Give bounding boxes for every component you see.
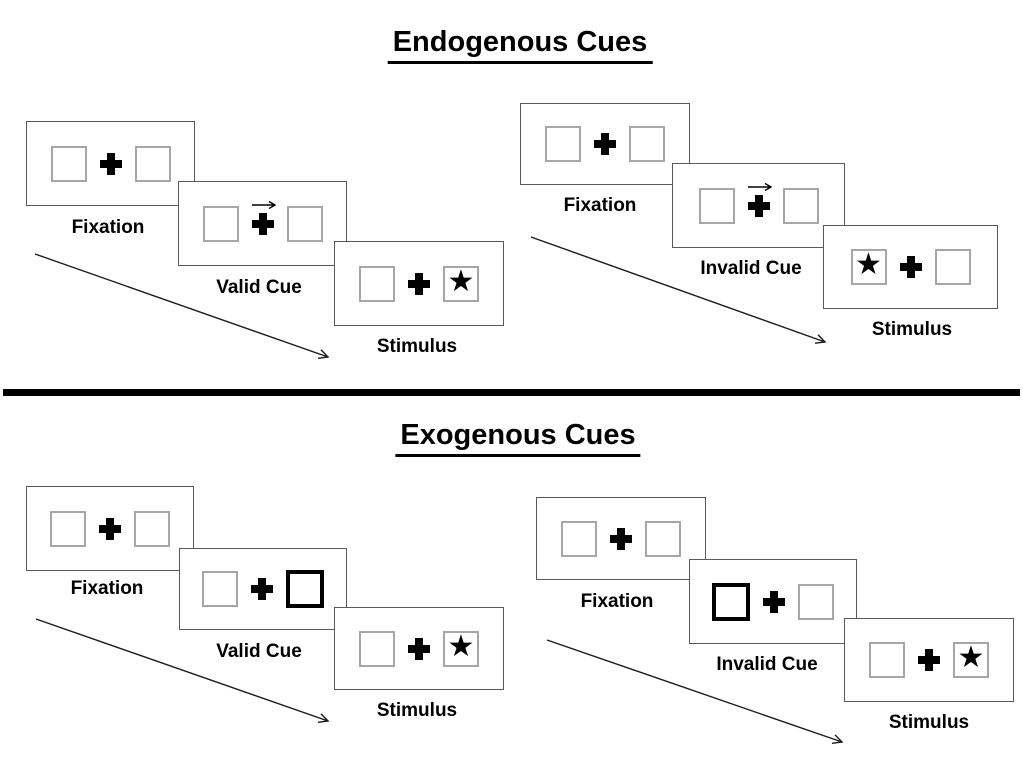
plus-icon	[918, 649, 940, 671]
fixation-panel	[26, 121, 195, 206]
star-icon: ★	[855, 247, 882, 282]
panel-label-valid-cue: Valid Cue	[216, 277, 302, 298]
placeholder-box-left	[698, 187, 735, 224]
plus-icon	[610, 527, 632, 550]
sequence-arrow-endogenous-invalid	[530, 236, 825, 342]
sequence-arrow-exogenous-valid	[35, 618, 328, 721]
cue-box	[286, 570, 324, 608]
stimulus-panel: ★	[334, 607, 504, 690]
section-divider-line	[3, 389, 1020, 396]
placeholder-box-left	[869, 642, 905, 678]
plus-icon	[99, 517, 121, 540]
panel-label-invalid-cue: Invalid Cue	[700, 258, 802, 279]
sequence-arrow-endogenous-valid	[34, 253, 328, 357]
invalid-cue-panel	[689, 559, 857, 644]
target-box: ★	[850, 247, 887, 285]
panel-label-stimulus: Stimulus	[871, 319, 953, 340]
section-title-endogenous: Endogenous Cues	[387, 26, 653, 64]
valid-cue-panel	[179, 548, 347, 630]
invalid-cue-panel	[672, 163, 845, 248]
placeholder-box-right	[134, 510, 170, 547]
plus-icon	[408, 637, 430, 660]
placeholder-box-right	[134, 145, 171, 182]
valid-cue-panel	[178, 181, 347, 266]
panel-label-fixation: Fixation	[580, 591, 654, 612]
plus-icon	[99, 152, 122, 175]
placeholder-box-left	[561, 520, 597, 557]
fixation-cross	[251, 578, 273, 600]
fixation-panel	[520, 103, 690, 185]
panel-label-invalid-cue: Invalid Cue	[716, 654, 818, 675]
placeholder-box-left	[50, 510, 86, 547]
fixation-cross	[99, 517, 121, 540]
panel-label-valid-cue: Valid Cue	[216, 641, 302, 662]
panel-label-stimulus: Stimulus	[376, 700, 458, 721]
fixation-cross	[408, 637, 430, 660]
target-box: ★	[443, 263, 479, 302]
placeholder-box-left	[202, 571, 238, 607]
fixation-cross	[99, 152, 122, 175]
placeholder-box-right	[286, 205, 323, 242]
placeholder-box-left	[202, 205, 239, 242]
placeholder-box-right	[782, 187, 819, 224]
placeholder-box-right	[934, 249, 971, 285]
plus-icon	[408, 272, 430, 295]
target-box: ★	[443, 628, 479, 667]
panel-label-fixation: Fixation	[563, 195, 637, 216]
fixation-cross	[408, 272, 430, 295]
fixation-cross	[251, 200, 276, 235]
cue-arrow-icon	[747, 182, 772, 191]
placeholder-box-left	[359, 630, 395, 667]
fixation-cross	[899, 256, 922, 278]
placeholder-box-left	[545, 126, 581, 162]
star-icon: ★	[447, 263, 475, 299]
panel-label-fixation: Fixation	[70, 578, 144, 599]
fixation-cross	[610, 527, 632, 550]
fixation-cross	[747, 182, 772, 217]
placeholder-box-right	[629, 126, 665, 162]
stimulus-panel: ★	[334, 241, 504, 326]
placeholder-box-right	[645, 520, 681, 557]
placeholder-box-left	[50, 145, 87, 182]
cue-arrow-icon	[251, 200, 276, 209]
stimulus-panel: ★	[844, 618, 1014, 702]
fixation-cross	[594, 133, 616, 155]
plus-icon	[899, 256, 922, 278]
plus-icon	[251, 578, 273, 600]
plus-icon	[594, 133, 616, 155]
fixation-panel	[536, 497, 706, 580]
plus-icon	[251, 212, 274, 235]
plus-icon	[763, 590, 785, 613]
fixation-cross	[918, 649, 940, 671]
placeholder-box-left	[359, 265, 395, 302]
panel-label-fixation: Fixation	[71, 217, 145, 238]
target-box: ★	[953, 642, 989, 678]
star-icon: ★	[957, 640, 985, 675]
panel-label-stimulus: Stimulus	[888, 712, 970, 733]
star-icon: ★	[447, 628, 475, 664]
plus-icon	[747, 194, 770, 217]
placeholder-box-right	[798, 583, 834, 620]
fixation-cross	[763, 590, 785, 613]
cue-box	[712, 582, 750, 621]
stimulus-panel: ★	[823, 225, 998, 309]
fixation-panel	[26, 486, 194, 571]
panel-label-stimulus: Stimulus	[376, 336, 458, 357]
section-title-exogenous: Exogenous Cues	[395, 419, 641, 457]
